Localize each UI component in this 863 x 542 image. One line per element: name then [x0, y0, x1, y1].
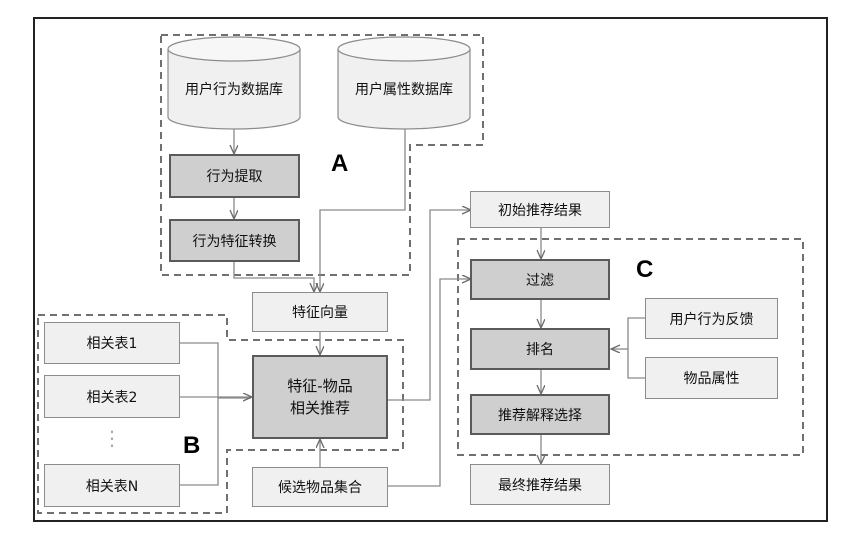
tableN-box: 相关表N	[44, 464, 180, 507]
user-attr-db-label: 用户属性数据库	[355, 82, 453, 98]
edge-candidate-to-filter	[388, 279, 470, 487]
filter-box: 过滤	[470, 259, 610, 300]
explain-select-box: 推荐解释选择	[470, 394, 610, 435]
edge-attrdb-to-vector	[320, 128, 406, 291]
edge-table1	[180, 342, 251, 399]
feature-item-line2: 相关推荐	[289, 399, 350, 417]
edge-featureitem-to-initial	[388, 210, 470, 401]
item-attributes-box: 物品属性	[645, 357, 778, 399]
region-c-outline	[457, 238, 804, 456]
table2-box: 相关表2	[44, 375, 180, 418]
feature-vector-box: 特征向量	[252, 292, 388, 332]
edge-tableN	[180, 398, 219, 486]
candidate-items-box: 候选物品集合	[252, 467, 388, 507]
region-a-label: A	[331, 150, 349, 177]
feature-item-line1: 特征-物品	[287, 377, 353, 395]
region-b-label: B	[183, 432, 201, 459]
behavior-feature-convert-box: 行为特征转换	[169, 219, 300, 262]
user-behavior-db-label: 用户行为数据库	[185, 82, 283, 98]
region-c-label: C	[636, 256, 654, 283]
edge-feedback	[627, 317, 645, 379]
region-b-outline	[37, 314, 404, 514]
region-a-outline	[160, 34, 484, 276]
rank-box: 排名	[470, 328, 610, 370]
edge-convert-to-vector	[233, 262, 314, 291]
table1-box: 相关表1	[44, 322, 180, 364]
behavior-extract-box: 行为提取	[169, 154, 300, 198]
user-attr-db-cylinder	[337, 36, 471, 130]
initial-results-box: 初始推荐结果	[470, 191, 610, 228]
user-feedback-box: 用户行为反馈	[645, 298, 778, 339]
tables-ellipsis: ⋮	[102, 426, 122, 450]
user-behavior-db-cylinder	[167, 36, 301, 130]
final-results-box: 最终推荐结果	[470, 464, 610, 505]
feature-item-recommend-box: 特征-物品 相关推荐	[252, 355, 388, 439]
